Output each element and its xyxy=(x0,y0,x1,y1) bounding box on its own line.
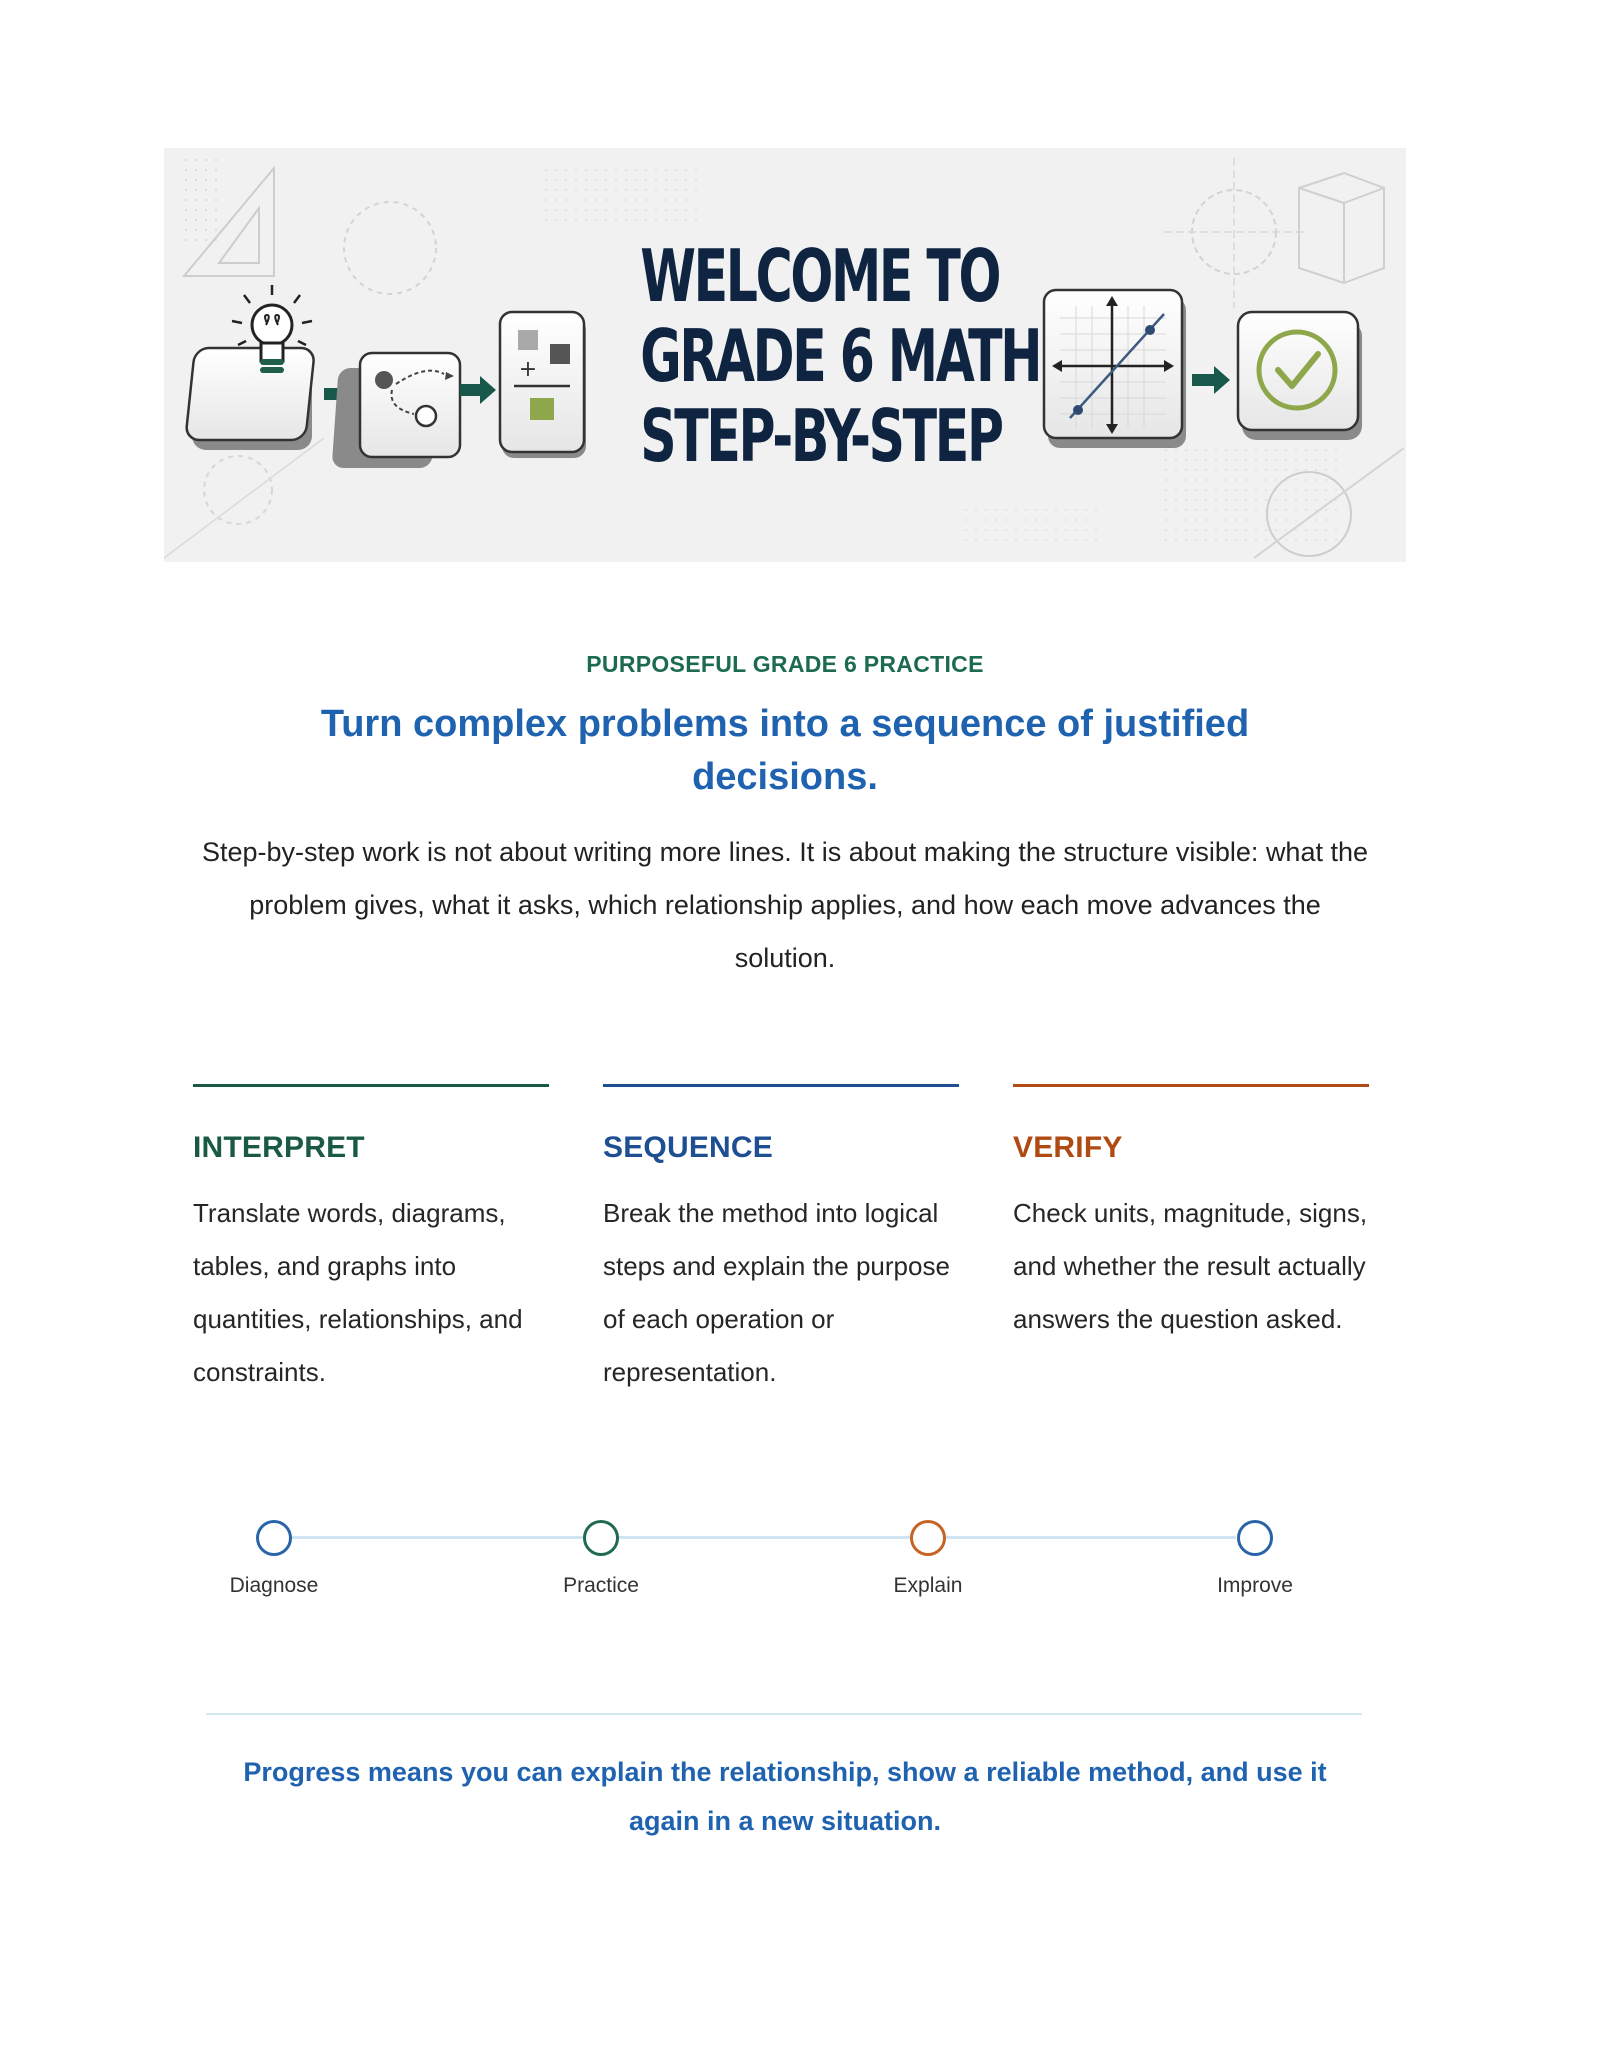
checkmark-tile xyxy=(1236,310,1362,440)
column-title: SEQUENCE xyxy=(603,1131,773,1164)
timeline-node-practice xyxy=(583,1520,619,1556)
checkmark-icon xyxy=(1256,329,1338,411)
banner-artwork: + xyxy=(164,148,1406,562)
timeline-label: Diagnose xyxy=(229,1574,319,1597)
timeline-label: Practice xyxy=(563,1574,639,1597)
lightbulb-tile xyxy=(185,285,315,450)
column-rule xyxy=(193,1084,549,1087)
svg-text:+: + xyxy=(519,357,537,382)
page-headline: Turn complex problems into a sequence of… xyxy=(320,703,1250,798)
eyebrow-label: PURPOSEFUL GRADE 6 PRACTICE xyxy=(586,651,984,677)
banner-title-line: WELCOME TO xyxy=(640,234,1001,318)
banner-title-line: GRADE 6 MATH xyxy=(640,314,1042,398)
column-text: Check units, magnitude, signs, and wheth… xyxy=(1013,1198,1368,1334)
dot-path-tile xyxy=(332,351,462,468)
column-title: VERIFY xyxy=(1013,1131,1123,1164)
column-verify: VERIFY Check units, magnitude, signs, an… xyxy=(1013,1084,1369,1346)
coordinate-graph-tile xyxy=(1042,288,1186,448)
coordinate-graph-icon xyxy=(1052,296,1174,434)
timeline-track xyxy=(274,1536,1236,1539)
section-divider xyxy=(206,1713,1362,1715)
banner-title-line: STEP-BY-STEP xyxy=(640,394,1004,478)
operations-icon: + xyxy=(514,330,570,420)
process-timeline: Diagnose Practice Explain Improve xyxy=(230,1516,1293,1606)
column-rule xyxy=(1013,1084,1369,1087)
banner-title: WELCOME TO GRADE 6 MATH STEP-BY-STEP xyxy=(640,234,1042,478)
timeline-node-diagnose xyxy=(256,1520,292,1556)
closing-statement: Progress means you can explain the relat… xyxy=(243,1757,1327,1836)
lightbulb-icon xyxy=(231,285,313,373)
column-title: INTERPRET xyxy=(193,1131,365,1164)
timeline-label: Improve xyxy=(1217,1574,1293,1597)
dot-path-icon xyxy=(375,369,454,428)
intro-paragraph: Step-by-step work is not about writing m… xyxy=(201,837,1369,973)
operations-tile: + xyxy=(498,310,586,458)
timeline-node-explain xyxy=(910,1520,946,1556)
timeline-node-improve xyxy=(1237,1520,1273,1556)
column-text: Translate words, diagrams, tables, and g… xyxy=(193,1198,523,1387)
column-text: Break the method into logical steps and … xyxy=(603,1198,950,1387)
arrow-right-icon xyxy=(460,376,496,404)
timeline-label: Explain xyxy=(893,1574,963,1597)
column-interpret: INTERPRET Translate words, diagrams, tab… xyxy=(193,1084,549,1399)
column-sequence: SEQUENCE Break the method into logical s… xyxy=(603,1084,959,1399)
hero-banner: + xyxy=(164,148,1406,562)
column-rule xyxy=(603,1084,959,1087)
arrow-right-icon xyxy=(1192,366,1230,394)
